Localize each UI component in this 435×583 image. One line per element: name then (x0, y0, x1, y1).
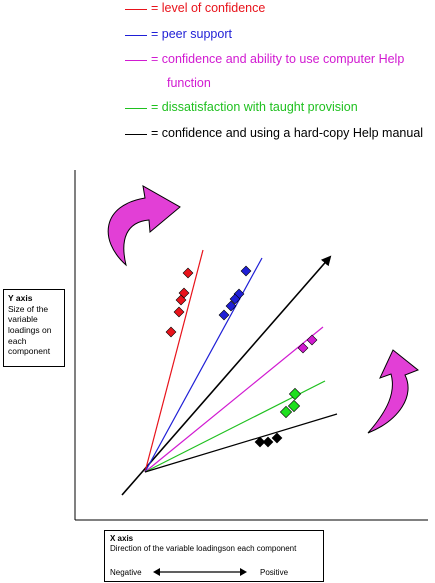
x-axis-description: Direction of the variable loadingson eac… (110, 544, 297, 553)
magenta-markers (297, 334, 318, 354)
line-computer-help (144, 326, 324, 473)
positive-label: Positive (260, 568, 289, 577)
legend-label-continuation: function (167, 76, 211, 90)
legend-item-hardcopy-manual: = confidence and using a hard-copy Help … (125, 126, 423, 140)
legend-item-peer-support: = peer support (125, 27, 232, 41)
diamond-marker-icon (240, 265, 252, 277)
red-markers (165, 267, 194, 338)
legend-item-computer-help: = confidence and ability to use computer… (125, 52, 404, 66)
green-markers (279, 387, 302, 419)
diamond-marker-icon (165, 326, 177, 338)
line-level-of-confidence (144, 249, 204, 473)
rotation-arrow-icon (367, 349, 419, 434)
rotation-arrow-icon (107, 185, 181, 267)
legend-swatch (125, 35, 147, 36)
legend-label: = confidence and ability to use computer… (151, 52, 405, 66)
diamond-marker-icon (229, 293, 241, 305)
legend-swatch (125, 9, 147, 10)
x-axis-box: X axis Direction of the variable loading… (104, 530, 324, 582)
line-hardcopy-manual (144, 413, 338, 473)
legend-swatch (125, 60, 147, 61)
diamond-marker-icon (218, 309, 230, 321)
legend-label: = peer support (151, 27, 232, 41)
x-axis-title: X axis (110, 534, 134, 543)
diamond-marker-icon (173, 306, 185, 318)
line-peer-support (144, 257, 263, 473)
double-headed-arrow-icon (153, 568, 247, 576)
negative-label: Negative (110, 568, 142, 577)
diamond-marker-icon (271, 432, 283, 444)
diamond-marker-icon (175, 294, 187, 306)
y-axis-description: Size of the variable loadings on each co… (8, 303, 52, 357)
y-axis-box: Y axis Size of the variable loadings on … (3, 289, 65, 367)
diamond-marker-icon (287, 399, 301, 413)
black-markers (254, 432, 283, 448)
rotated-axis-arrow (121, 255, 332, 496)
legend-item-dissatisfaction: = dissatisfaction with taught provision (125, 100, 358, 114)
y-axis-title: Y axis (8, 293, 33, 303)
diamond-marker-icon (225, 300, 237, 312)
legend-item-level-of-confidence: = level of confidence (125, 1, 265, 15)
legend-swatch (125, 134, 147, 135)
legend-swatch (125, 108, 147, 109)
legend-label: = level of confidence (151, 1, 266, 15)
diamond-marker-icon (262, 436, 274, 448)
diamond-marker-icon (297, 342, 309, 354)
diamond-marker-icon (279, 405, 293, 419)
diamond-marker-icon (182, 267, 194, 279)
diamond-marker-icon (254, 436, 266, 448)
legend-label: = dissatisfaction with taught provision (151, 100, 358, 114)
diamond-marker-icon (288, 387, 302, 401)
diamond-marker-icon (306, 334, 318, 346)
blue-markers (218, 265, 252, 321)
legend-label: = confidence and using a hard-copy Help … (151, 126, 424, 140)
